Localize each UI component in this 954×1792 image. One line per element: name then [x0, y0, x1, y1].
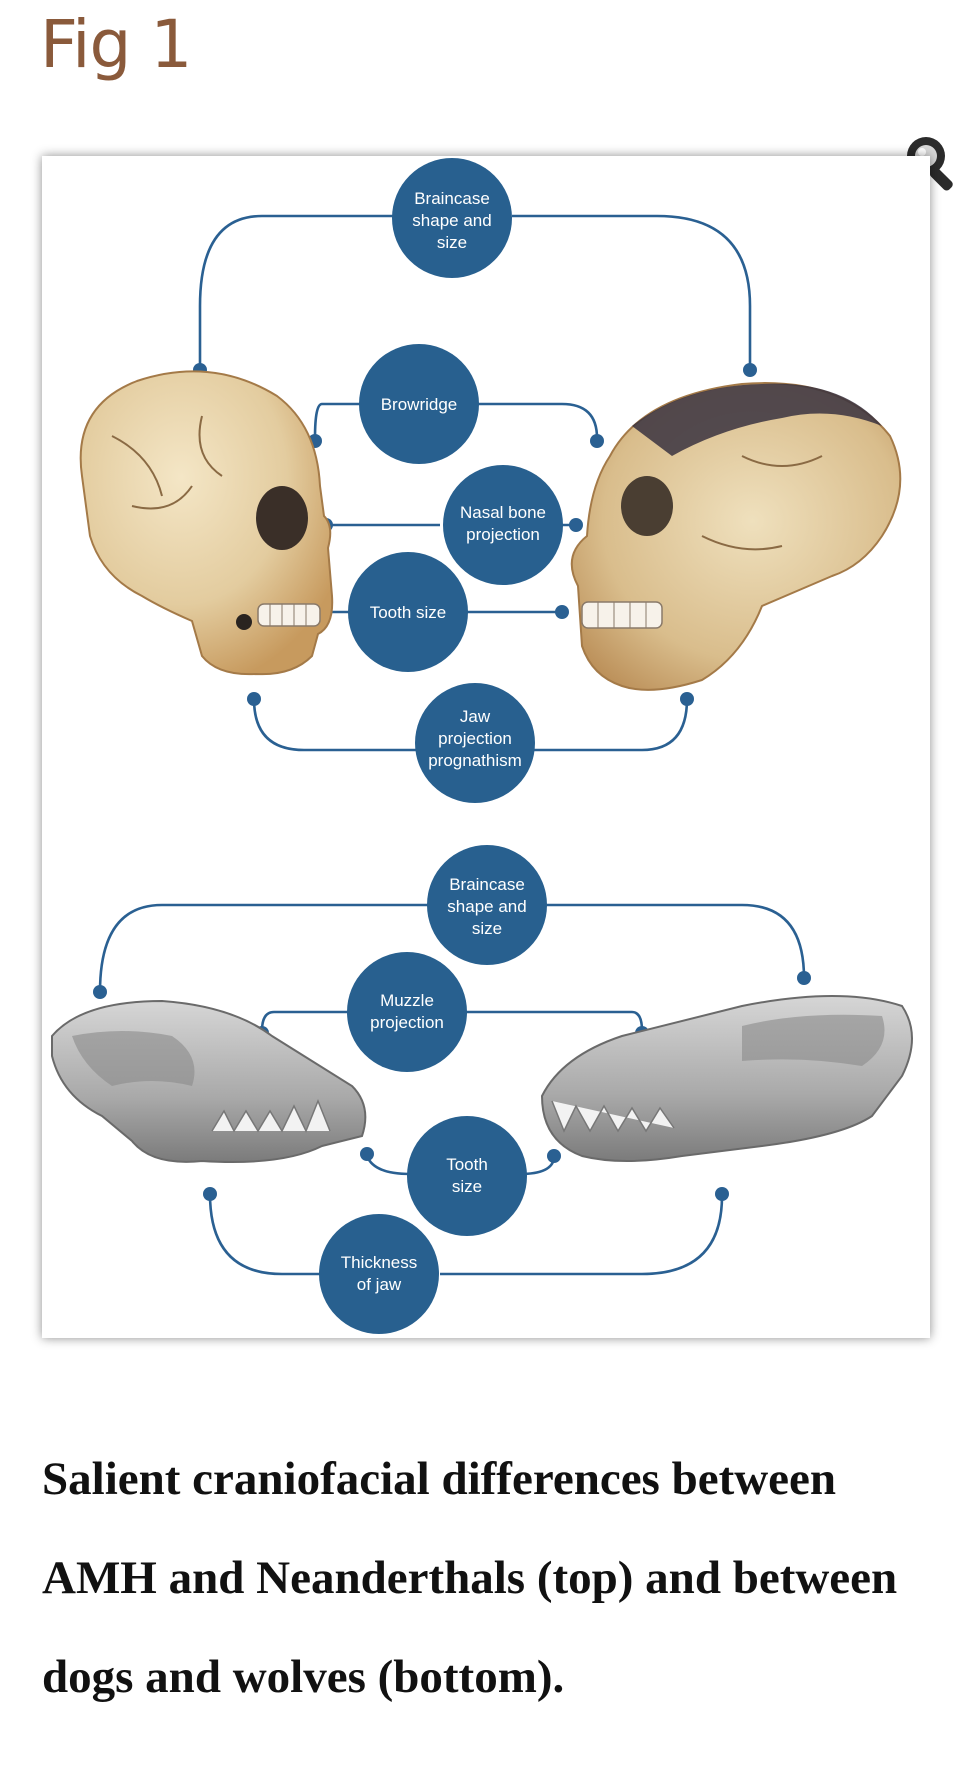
svg-text:Browridge: Browridge	[381, 395, 458, 414]
svg-text:projection: projection	[370, 1013, 444, 1032]
node-bottom-jaw: Thickness of jaw	[319, 1214, 439, 1334]
svg-text:Jaw: Jaw	[460, 707, 491, 726]
amh-skull-illustration	[79, 370, 334, 676]
dog-skull-illustration	[51, 999, 367, 1163]
svg-text:size: size	[452, 1177, 482, 1196]
svg-text:Tooth: Tooth	[446, 1155, 488, 1174]
svg-text:Thickness: Thickness	[341, 1253, 418, 1272]
node-top-tooth: Tooth size	[348, 552, 468, 672]
svg-text:shape and: shape and	[447, 897, 526, 916]
figure-caption: Salient craniofacial differences between…	[42, 1453, 898, 1703]
wolf-skull-illustration	[540, 995, 913, 1162]
svg-text:prognathism: prognathism	[428, 751, 522, 770]
svg-text:size: size	[437, 233, 467, 252]
svg-text:Tooth size: Tooth size	[370, 603, 447, 622]
svg-text:Nasal bone: Nasal bone	[460, 503, 546, 522]
figure-label: Fig 1	[40, 6, 192, 83]
svg-text:shape and: shape and	[412, 211, 491, 230]
node-top-nasal: Nasal bone projection	[443, 465, 563, 585]
svg-text:size: size	[472, 919, 502, 938]
svg-text:of jaw: of jaw	[357, 1275, 402, 1294]
svg-text:Braincase: Braincase	[449, 875, 525, 894]
node-top-jaw: Jaw projection prognathism	[415, 683, 535, 803]
svg-text:projection: projection	[466, 525, 540, 544]
node-bottom-braincase: Braincase shape and size	[427, 845, 547, 965]
svg-text:projection: projection	[438, 729, 512, 748]
figure-image[interactable]: Braincase shape and size Browridge Nasal…	[42, 156, 930, 1338]
bottom-connectors	[93, 903, 811, 1276]
node-bottom-tooth: Tooth size	[407, 1116, 527, 1236]
figure-diagram: Braincase shape and size Browridge Nasal…	[51, 158, 913, 1334]
node-top-braincase: Braincase shape and size	[392, 158, 512, 278]
svg-text:Muzzle: Muzzle	[380, 991, 434, 1010]
node-bottom-muzzle: Muzzle projection	[347, 952, 467, 1072]
svg-text:Braincase: Braincase	[414, 189, 490, 208]
node-top-browridge: Browridge	[359, 344, 479, 464]
neanderthal-skull-illustration	[570, 382, 902, 691]
